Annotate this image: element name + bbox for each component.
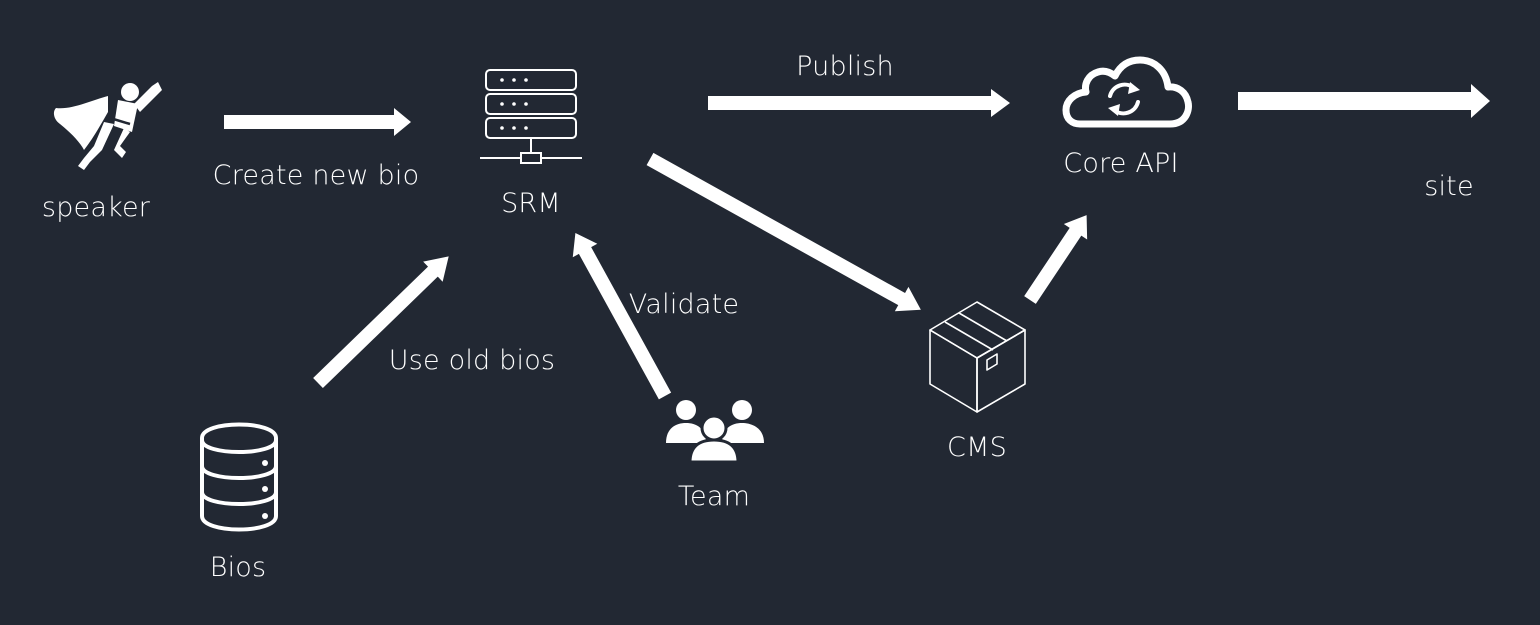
cms-label: CMS [947, 432, 1007, 463]
speaker-label: speaker [42, 192, 151, 223]
server-rack-lights [500, 78, 528, 130]
arrow-bios-to-srm [313, 256, 449, 389]
team-icon [666, 400, 764, 464]
server-rack-icon [480, 69, 582, 164]
database-lights [262, 460, 268, 519]
srm-label: SRM [501, 188, 561, 219]
team-label: Team [678, 481, 750, 512]
use-old-bios-label: Use old bios [389, 345, 555, 376]
arrow-core-api-to-site [1238, 84, 1490, 118]
superhero-icon [53, 82, 162, 170]
arrow-cms-to-core-api [1024, 215, 1088, 304]
database-icon [200, 422, 278, 532]
cloud-sync-icon [1062, 56, 1192, 128]
superhero-belt [109, 116, 131, 126]
arrow-srm-to-cms [646, 152, 921, 312]
arrow-team-to-srm [572, 233, 672, 400]
validate-label: Validate [629, 289, 739, 320]
core-api-label: Core API [1063, 148, 1178, 179]
publish-label: Publish [796, 51, 894, 82]
box-icon [929, 301, 1026, 413]
arrow-srm-to-core-api [708, 89, 1010, 117]
arrow-speaker-to-srm [224, 108, 411, 136]
site-label: site [1424, 171, 1474, 202]
create-new-bio-label: Create new bio [213, 160, 420, 191]
bios-label: Bios [210, 552, 267, 583]
